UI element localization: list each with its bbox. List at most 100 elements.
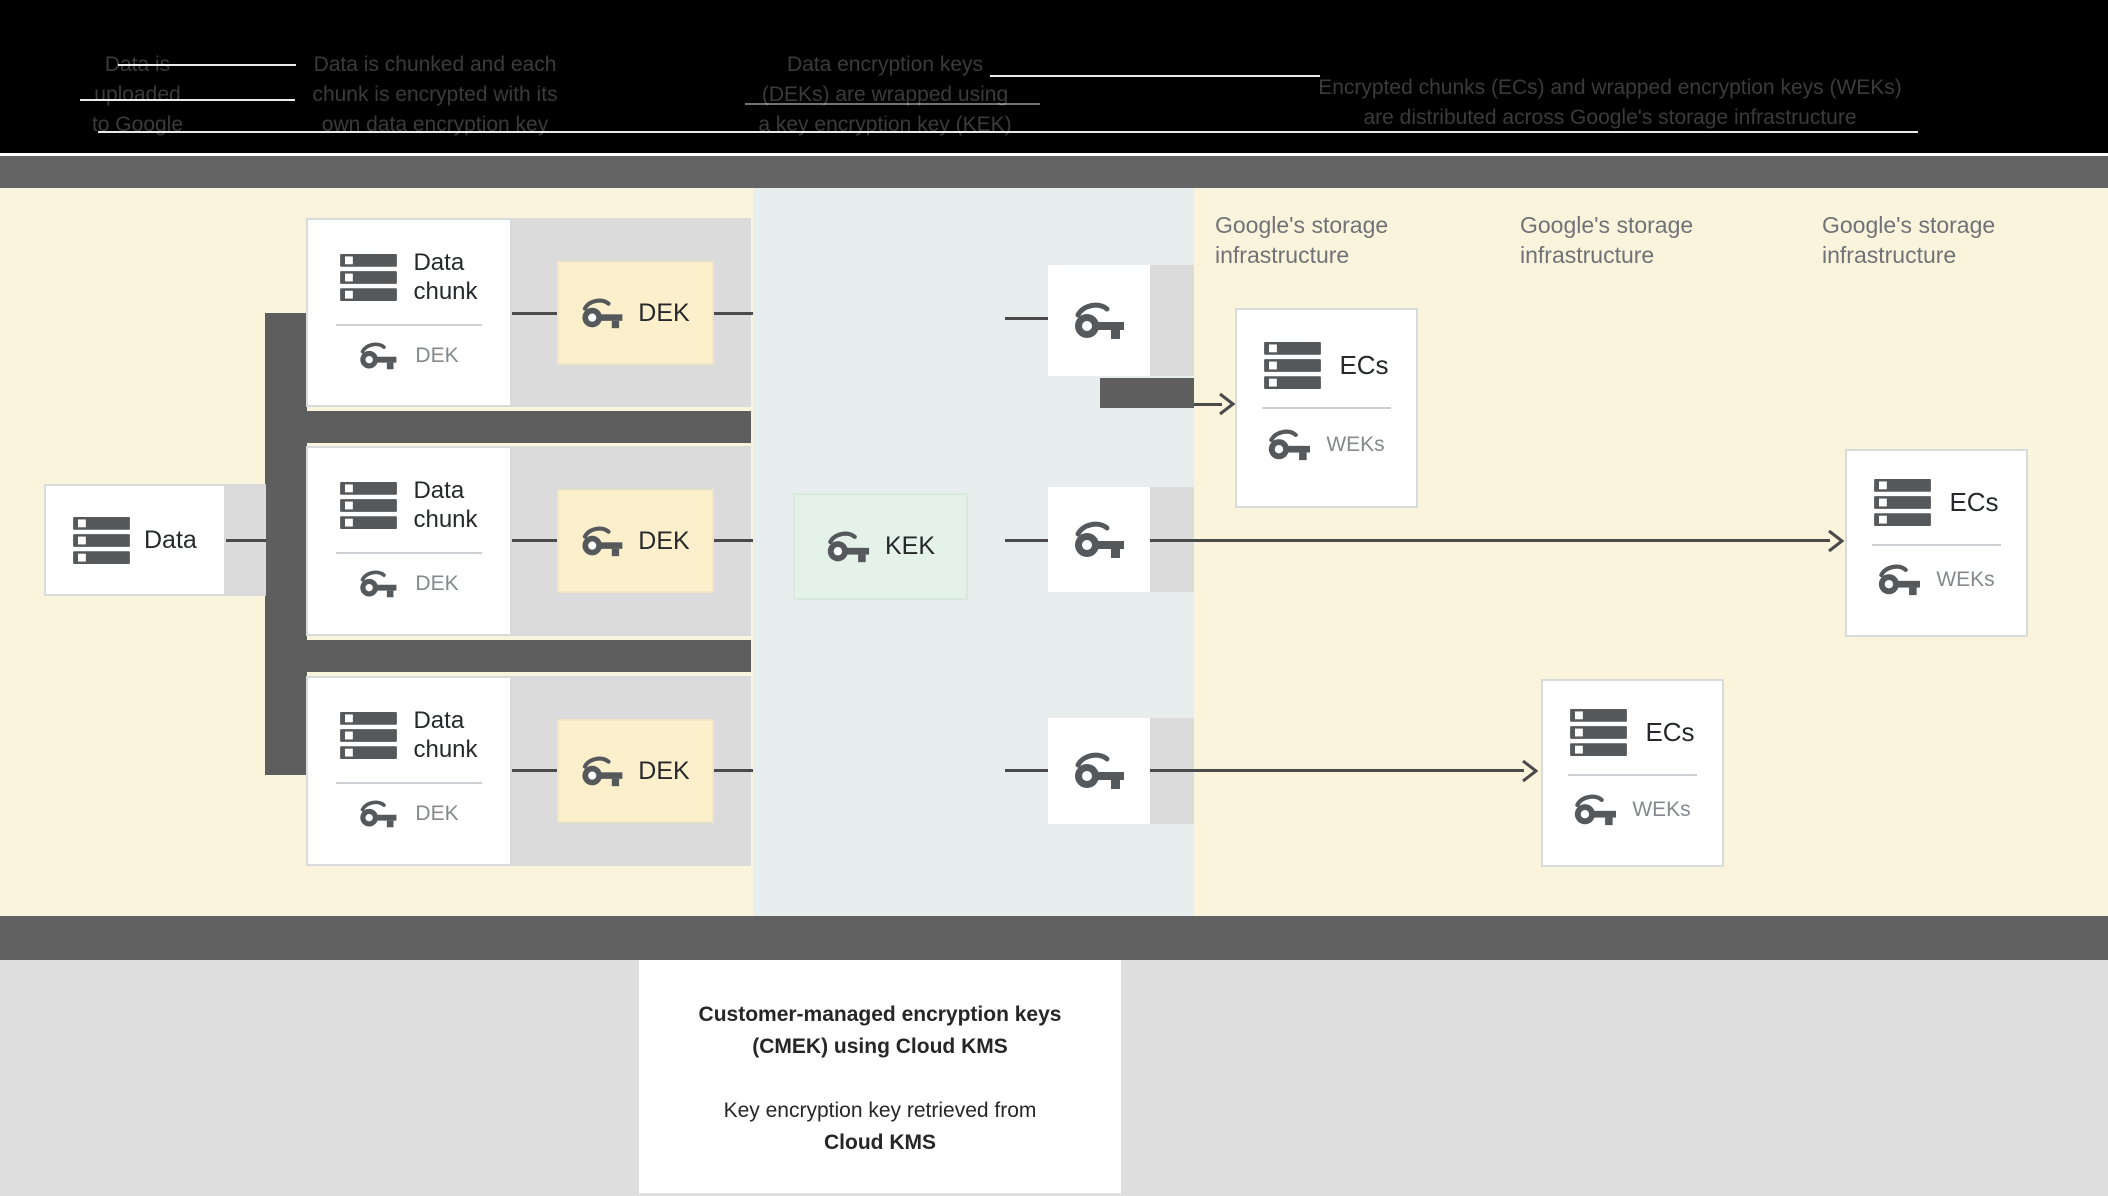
box-divider [1872, 544, 2001, 546]
key-icon [582, 298, 623, 328]
caption-title-line: Customer-managed encryption keys [698, 1003, 1062, 1026]
wrapped-key-connector [1100, 378, 1194, 408]
data-box-label: Data [144, 525, 197, 554]
dek-box-label: DEK [638, 298, 690, 327]
server-stack-icon [340, 481, 398, 529]
box-divider [1262, 407, 1391, 409]
chunk-title: Data chunk [413, 706, 477, 764]
chunk-title-line: Data [413, 249, 465, 276]
weks-label: WEKs [1632, 798, 1691, 821]
arrowhead-icon [1828, 529, 1844, 553]
kek-wrap-line [1005, 317, 1048, 320]
storage-infrastructure-label: Google's storage infrastructure [1520, 210, 1693, 270]
arrowhead-icon [1219, 392, 1235, 416]
header-text-line: own data encryption key [321, 113, 549, 136]
data-box: Data [44, 484, 226, 596]
data-chunk-box: Data chunk DEK [306, 446, 512, 636]
header-text-line: Data is chunked and each [313, 53, 557, 76]
inter-row-connector [306, 640, 751, 672]
storage-label-line: infrastructure [1520, 242, 1655, 268]
chunk-title-line: Data [413, 477, 465, 504]
caption-body-line: Cloud KMS [824, 1131, 936, 1154]
redaction-artifact [80, 99, 295, 101]
key-icon [1269, 429, 1311, 461]
arrow-line [1194, 403, 1222, 406]
storage-label-line: Google's storage [1520, 212, 1694, 238]
fanout-trunk-connector [265, 313, 307, 775]
arrow-line [1150, 539, 1830, 542]
key-icon [360, 342, 397, 370]
redaction-artifact [118, 64, 296, 66]
redaction-artifact [990, 75, 1320, 77]
ecs-box-label: ECs [1339, 350, 1389, 380]
header-band: Data is uploaded to Google Data is chunk… [0, 0, 2108, 153]
dek-out-line [714, 312, 753, 315]
data-chunk-box: Data chunk DEK [306, 676, 512, 866]
kek-wrap-line [1005, 769, 1048, 772]
weks-label: WEKs [1326, 433, 1385, 456]
storage-infrastructure-label: Google's storage infrastructure [1215, 210, 1388, 270]
header-col-distribution: Encrypted chunks (ECs) and wrapped encry… [1290, 73, 1930, 133]
chunk-title: Data chunk [413, 248, 477, 306]
chunk-title-line: chunk [413, 736, 478, 763]
dek-out-line [714, 769, 753, 772]
caption-box: Customer-managed encryption keys (CMEK) … [639, 960, 1121, 1193]
key-icon [1075, 302, 1124, 339]
key-icon [1075, 752, 1124, 789]
server-stack-icon [340, 253, 398, 301]
kek-box: KEK [793, 493, 968, 600]
box-divider [1568, 774, 1697, 776]
arrow-line [1150, 769, 1524, 772]
box-divider [336, 324, 482, 326]
key-icon [827, 531, 870, 562]
bottom-gray-bar [0, 916, 2108, 960]
chunk-dek-label: DEK [415, 572, 459, 595]
dek-box-label: DEK [638, 526, 690, 555]
header-text-line: Data encryption keys [786, 53, 984, 76]
server-stack-icon [1570, 709, 1628, 756]
key-band [1150, 265, 1194, 376]
server-stack-icon [73, 516, 130, 564]
key-icon [582, 526, 623, 556]
storage-label-line: Google's storage [1215, 212, 1389, 238]
storage-label-line: infrastructure [1215, 242, 1350, 268]
server-stack-icon [340, 711, 398, 759]
ecs-box: ECs WEKs [1235, 308, 1418, 508]
key-icon [360, 800, 397, 828]
header-col-chunking: Data is chunked and each chunk is encryp… [280, 50, 590, 140]
chunk-dek-label: DEK [415, 344, 459, 367]
data-connector-line [226, 539, 266, 542]
ecs-box-label: ECs [1949, 487, 1999, 517]
box-divider [336, 552, 482, 554]
chunk-title-line: chunk [413, 278, 478, 305]
chunk-title-line: chunk [413, 506, 478, 533]
redaction-artifact [98, 131, 1918, 133]
dek-box: DEK [557, 719, 714, 823]
ecs-box-label: ECs [1645, 717, 1695, 747]
inter-row-connector [306, 411, 751, 443]
kms-key-box [1048, 487, 1150, 592]
server-stack-icon [1874, 479, 1932, 526]
header-text-line: a key encryption key (KEK) [758, 113, 1012, 136]
arrowhead-icon [1522, 759, 1538, 783]
key-icon [582, 756, 623, 786]
white-strip [0, 153, 2108, 156]
header-text-line: Encrypted chunks (ECs) and wrapped encry… [1318, 76, 1902, 99]
caption-spacer [639, 1063, 1121, 1095]
chunk-dek-label: DEK [415, 802, 459, 825]
top-gray-bar [0, 156, 2108, 188]
kms-key-box [1048, 718, 1150, 824]
dek-out-line [714, 539, 753, 542]
kms-key-box [1048, 265, 1150, 376]
header-col-wrapping: Data encryption keys (DEKs) are wrapped … [725, 50, 1045, 140]
ecs-box: ECs WEKs [1541, 679, 1724, 867]
ecs-box: ECs WEKs [1845, 449, 2028, 637]
header-text-line: (DEKs) are wrapped using [761, 83, 1009, 106]
caption-body-line: Key encryption key retrieved from [723, 1099, 1037, 1122]
storage-label-line: Google's storage [1822, 212, 1996, 238]
dek-box: DEK [557, 261, 714, 365]
caption-title-line: (CMEK) using Cloud KMS [752, 1035, 1008, 1058]
box-divider [336, 782, 482, 784]
key-icon [1575, 794, 1617, 826]
